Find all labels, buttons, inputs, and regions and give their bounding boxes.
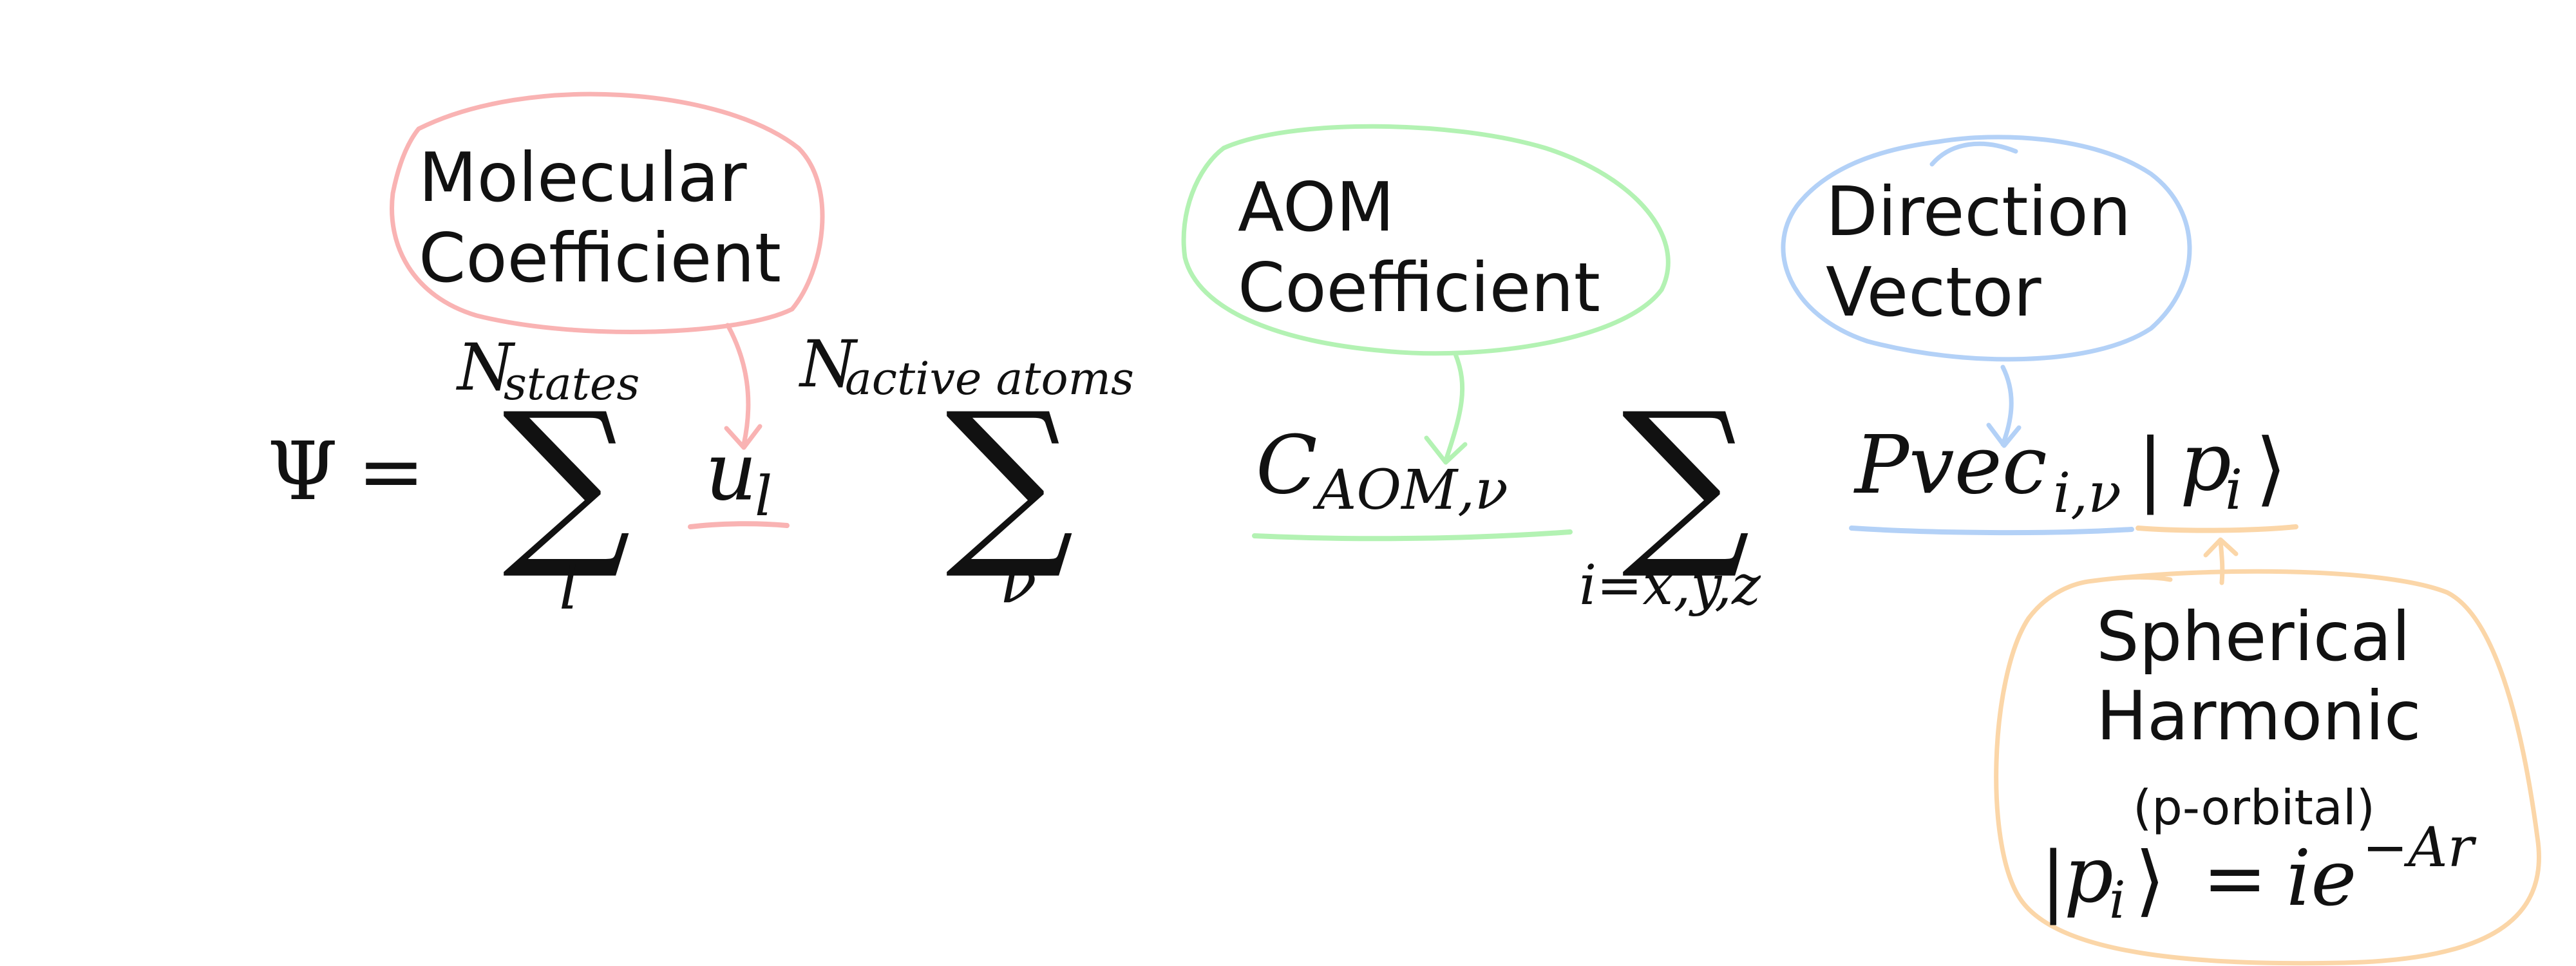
annotation-aom-coefficient: AOM Coefficient <box>1181 124 1671 542</box>
sum1-upper-N: N <box>456 330 516 405</box>
ket-subscript: i <box>2225 459 2242 522</box>
C-subscript: AOM,ν <box>1312 459 1508 522</box>
aom-coefficient-term: C AOM,ν <box>1256 419 1508 522</box>
ket-close: ⟩ <box>2255 422 2287 515</box>
formula-exponent: −Ar <box>2362 816 2477 880</box>
Pvec-subscript: i,ν <box>2053 462 2121 526</box>
ket-open: | <box>2137 422 2164 515</box>
direction-arrow <box>1986 365 2022 448</box>
direction-label-line1: Direction <box>1826 173 2131 251</box>
sum2-upper-sub: active atoms <box>845 352 1134 405</box>
formula-p-subscript: i <box>2109 870 2126 930</box>
equals-sign: = <box>357 425 425 518</box>
molecular-label-line1: Molecular <box>419 138 747 217</box>
molecular-underline <box>688 521 790 529</box>
aom-arrow <box>1424 352 1468 465</box>
direction-label-line2: Vector <box>1826 253 2041 332</box>
C-symbol: C <box>1256 419 1318 512</box>
aom-underline <box>1252 529 1573 542</box>
u-subscript: l <box>755 465 772 529</box>
aom-bubble <box>1181 124 1671 356</box>
annotation-molecular-coefficient: Molecular Coefficient <box>390 91 825 529</box>
spherical-arrow <box>2203 537 2239 585</box>
sum2-lower: ν <box>999 546 1037 617</box>
annotation-direction-vector: Direction Vector <box>1781 135 2192 536</box>
formula-ket-open: | <box>2040 836 2066 925</box>
sum1-upper-sub: states <box>504 357 639 410</box>
spherical-bubble <box>1994 569 2541 966</box>
annotation-spherical-harmonic: Spherical Harmonic (p-orbital) | p i ⟩ =… <box>1994 524 2541 966</box>
formula-p: p <box>2064 831 2114 920</box>
sum3-lower: i=x,y,z <box>1579 554 1761 618</box>
spherical-harmonic-term: | p i ⟩ <box>2137 415 2287 522</box>
sum-over-active-atoms: N active atoms ∑ ν <box>799 327 1134 617</box>
sum1-lower: l <box>559 553 578 623</box>
formula-equals: = <box>2202 834 2268 923</box>
formula-rhs: ie <box>2286 834 2356 923</box>
spherical-underline <box>2136 524 2298 533</box>
sum1-symbol: ∑ <box>502 374 631 584</box>
spherical-label-line2: Harmonic <box>2096 677 2421 755</box>
psi-symbol: Ψ <box>267 425 338 518</box>
main-equation: Ψ = N states ∑ l u l N active atoms ∑ ν … <box>267 327 2287 623</box>
molecular-arrow <box>724 323 762 450</box>
sum-over-states: N states ∑ l <box>456 330 639 623</box>
sum2-upper-N: N <box>799 327 858 402</box>
ket-p: p <box>2180 415 2231 509</box>
direction-underline <box>1849 526 2134 536</box>
direction-vector-term: Pvec i,ν <box>1853 419 2121 526</box>
formula-ket-close: ⟩ <box>2135 836 2165 925</box>
sum-over-directions: ∑ i=x,y,z <box>1579 374 1761 618</box>
molecular-bubble <box>390 91 825 334</box>
sum3-symbol: ∑ <box>1622 374 1750 584</box>
sum2-symbol: ∑ <box>945 374 1074 584</box>
aom-label-line1: AOM <box>1238 168 1394 247</box>
spherical-label-line1: Spherical <box>2096 598 2410 676</box>
aom-label-line2: Coefficient <box>1238 249 1600 327</box>
molecular-label-line2: Coefficient <box>419 219 781 298</box>
spherical-note: (p-orbital) <box>2133 779 2375 836</box>
direction-bubble <box>1781 135 2192 362</box>
Pvec-symbol: Pvec <box>1853 419 2047 512</box>
spherical-formula: | p i ⟩ = ie −Ar <box>2040 816 2477 930</box>
